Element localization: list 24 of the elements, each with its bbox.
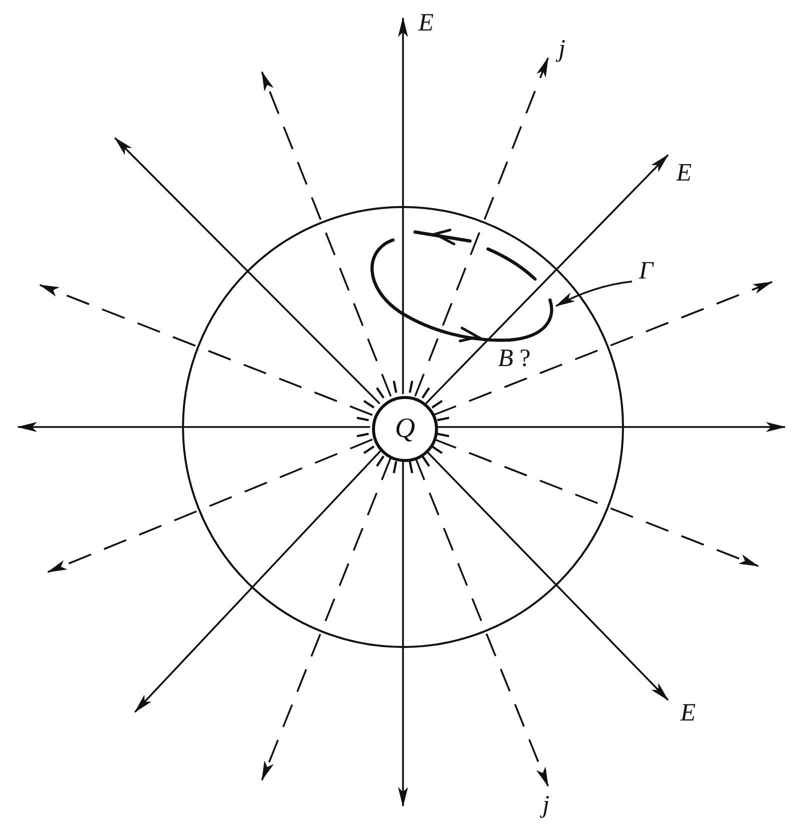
magnetic-field-label: B ? — [498, 346, 531, 371]
leader-arrow — [555, 280, 632, 307]
current-line-arrow — [433, 281, 773, 416]
current-line-arrow — [261, 71, 392, 397]
loop-label: Γ — [638, 258, 654, 284]
field-line-arrow — [134, 450, 382, 713]
leader-arrow — [414, 57, 549, 397]
current-line-arrow — [47, 438, 373, 573]
field-label: E — [418, 10, 434, 36]
current-line-arrow — [39, 284, 373, 416]
sphere-circle — [182, 206, 624, 648]
current-line-arrow — [261, 457, 392, 781]
field-label: E — [680, 700, 696, 726]
field-line-arrow — [436, 422, 786, 432]
field-line-arrow — [114, 137, 380, 404]
charge-label: Q — [394, 415, 416, 443]
leader-arrow — [425, 154, 669, 404]
leader-arrow — [425, 450, 669, 701]
field-line-arrow — [17, 422, 370, 432]
field-line-arrow — [398, 460, 408, 807]
leader-arrow — [414, 457, 549, 787]
field-label: E — [676, 160, 692, 186]
charge-circle — [372, 396, 438, 462]
leader-arrow — [398, 17, 408, 394]
